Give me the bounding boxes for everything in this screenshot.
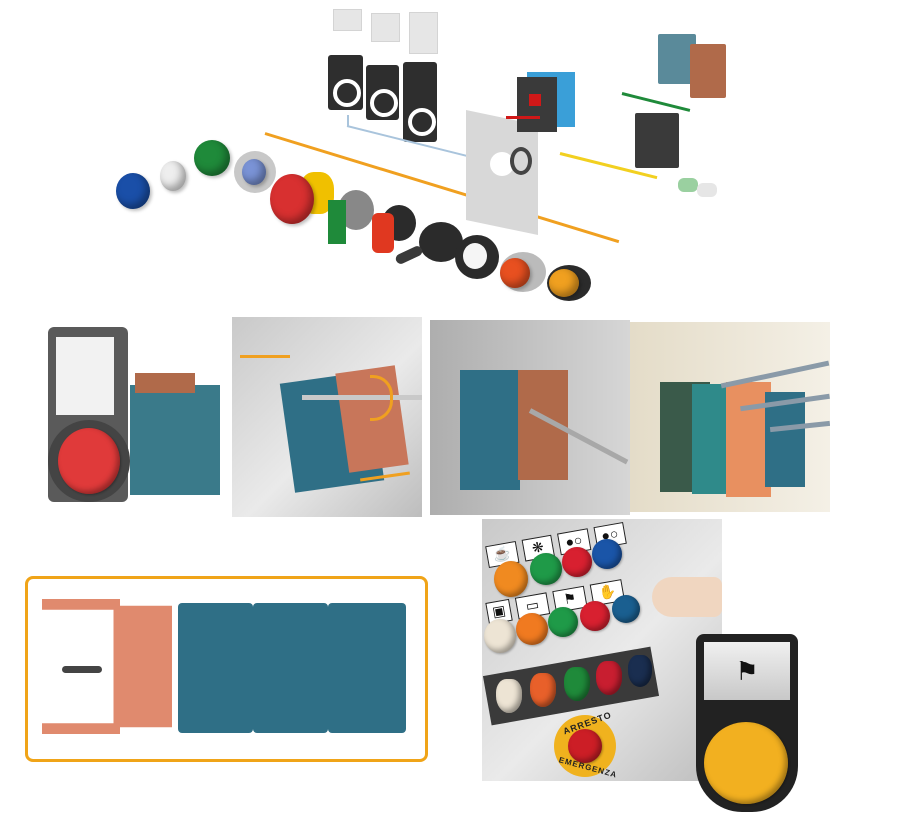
hand-symbol-label <box>56 337 114 415</box>
lock-nut <box>510 147 532 175</box>
blue-flush-button <box>234 151 276 193</box>
teal-contact-block <box>328 603 406 733</box>
teal-contact-block <box>658 34 696 84</box>
step-2-photo <box>232 317 422 517</box>
red-selector <box>372 205 418 253</box>
salmon-contact-block <box>42 599 172 734</box>
panel-button-orange <box>494 561 528 597</box>
hand <box>652 577 722 617</box>
label-card <box>371 13 400 42</box>
panel-button-cream <box>484 619 516 653</box>
teal-contact-block <box>178 603 253 733</box>
label-card <box>409 12 438 54</box>
green-selector <box>328 190 374 244</box>
exploded-view <box>0 0 900 301</box>
red-button-face <box>58 428 120 494</box>
panel-button-red <box>562 547 592 577</box>
amber-flush-button <box>547 265 591 301</box>
selector-cream <box>496 679 522 713</box>
selector-orange <box>530 673 556 707</box>
insert-arrow <box>240 355 290 358</box>
amber-button-face <box>704 722 788 804</box>
wire <box>720 360 830 389</box>
contact-strip-frame <box>25 576 428 762</box>
step-1-photo <box>30 315 230 515</box>
screwdriver <box>302 395 422 400</box>
checkered-flag-label: ⚑ <box>704 642 790 700</box>
orange-extended-button <box>500 252 546 292</box>
label-card <box>333 9 362 31</box>
step-3-photo <box>430 320 630 515</box>
selector-navy <box>628 655 652 687</box>
selector-red <box>596 661 622 695</box>
red-mushroom-button <box>270 168 340 224</box>
key-switch-block <box>517 72 575 132</box>
panel-button-green-2 <box>548 607 578 637</box>
estop-button <box>568 729 602 763</box>
legend-holder <box>328 55 363 110</box>
control-panel-photo: ☕ ❋ ●○ ●○ ▣ ▭ ⚑ ✋ ARRESTO EMERGENZA <box>482 519 722 781</box>
white-flush-button <box>455 235 499 279</box>
blue-lens <box>116 173 150 209</box>
salmon-contact-block <box>690 44 726 98</box>
detail-button: ⚑ <box>696 634 798 812</box>
panel-button-blue-2 <box>612 595 640 623</box>
legend-holder <box>366 65 399 120</box>
emergency-stop: ARRESTO EMERGENZA <box>554 710 618 780</box>
actuator-lever <box>62 666 102 673</box>
white-lamp <box>697 183 717 197</box>
green-lamp <box>678 178 698 192</box>
lamp-holder-block <box>635 113 679 168</box>
step-4-photo <box>630 322 830 512</box>
panel-button-red-2 <box>580 601 610 631</box>
panel-button-green <box>530 553 562 585</box>
legend-holder <box>403 62 437 142</box>
panel-button-orange-2 <box>516 613 548 645</box>
contact-block <box>130 385 220 495</box>
green-lens <box>194 140 230 176</box>
diffuser <box>160 161 186 191</box>
teal-contact-block <box>253 603 328 733</box>
selector-green <box>564 667 590 701</box>
panel-button-blue <box>592 539 622 569</box>
